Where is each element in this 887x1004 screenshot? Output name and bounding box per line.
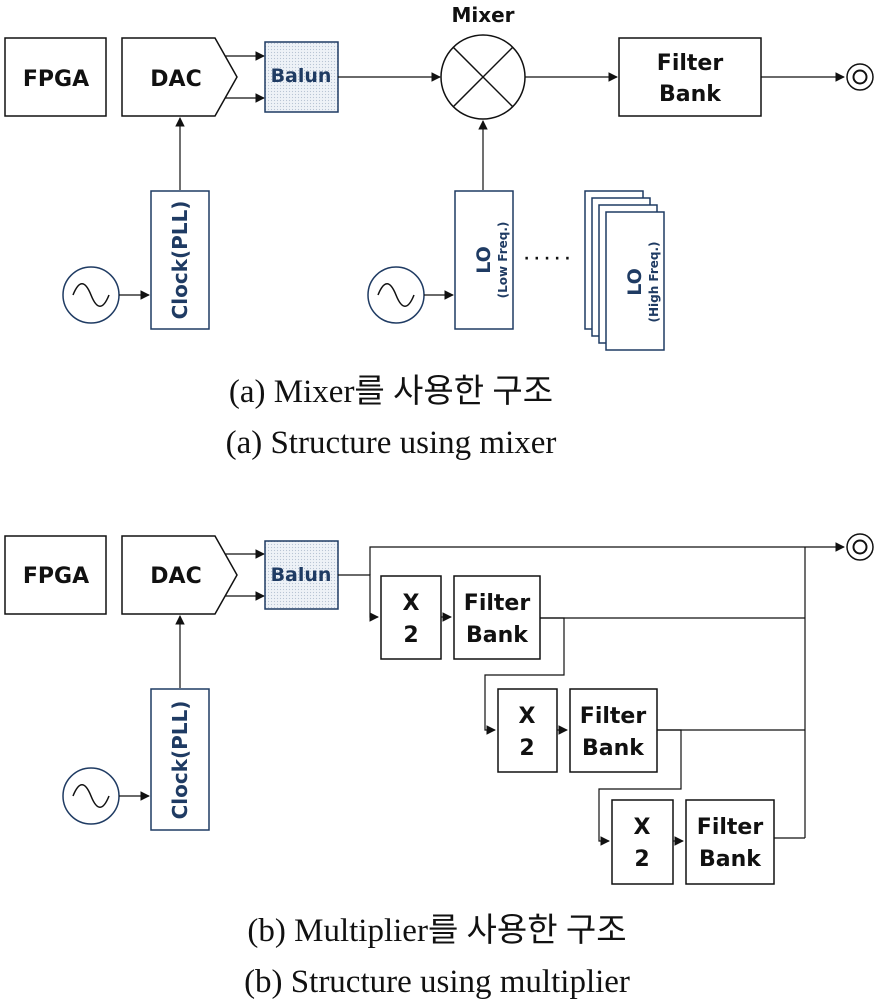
mixer-symbol: Mixer xyxy=(440,3,526,120)
ellipsis-dots: · · · · · xyxy=(524,251,570,267)
caption-a-english: (a) Structure using mixer xyxy=(226,425,557,461)
filter-label-2: Bank xyxy=(659,82,722,107)
mult-x-3: X xyxy=(634,815,651,840)
lo-low-title: LO xyxy=(473,246,495,274)
output-port-icon-a xyxy=(846,63,874,91)
filter-label-3b: Bank xyxy=(699,847,762,872)
filter-label-2a: Filter xyxy=(580,704,647,729)
multiplier-stage-3: X 2 xyxy=(611,799,674,885)
oscillator-icon-lo xyxy=(367,266,425,324)
mult-2-1: 2 xyxy=(403,623,418,648)
filter-label-1b: Bank xyxy=(466,623,529,648)
oscillator-icon-b xyxy=(62,767,120,825)
dac-block-a: DAC xyxy=(121,37,238,117)
caption-b-korean: (b) Multiplier를 사용한 구조 xyxy=(247,913,626,949)
lo-low-block: LO (Low Freq.) xyxy=(454,190,514,330)
mixer-label: Mixer xyxy=(451,3,514,27)
routing-wires xyxy=(338,542,845,846)
clock-pll-block-a: Clock(PLL) xyxy=(150,190,210,330)
lo-high-stack: LO (High Freq.) xyxy=(584,190,665,351)
clock-pll-block-b: Clock(PLL) xyxy=(150,688,210,831)
dac-label-b: DAC xyxy=(150,564,201,589)
filter-bank-stage-2: Filter Bank xyxy=(569,688,658,773)
multiplier-stage-1: X 2 xyxy=(380,575,442,660)
multiplier-stage-2: X 2 xyxy=(497,688,558,773)
lo-high-sub: (High Freq.) xyxy=(647,241,661,322)
balun-block-a: Balun xyxy=(264,41,339,113)
dac-label: DAC xyxy=(150,67,201,92)
balun-label-b: Balun xyxy=(271,564,332,586)
fpga-block-a: FPGA xyxy=(4,37,107,117)
output-port-icon-b xyxy=(846,533,874,561)
caption-a-korean: (a) Mixer를 사용한 구조 xyxy=(229,374,553,410)
figure-b: FPGA DAC Balun xyxy=(4,533,874,1000)
filter-bank-stage-1: Filter Bank xyxy=(453,575,541,660)
figure-a: FPGA DAC Balun Mixer Filter Bank xyxy=(4,3,874,461)
dac-block-b: DAC xyxy=(121,535,238,615)
filter-label-1a: Filter xyxy=(464,591,531,616)
balun-block-b: Balun xyxy=(264,540,339,610)
caption-b-english: (b) Structure using multiplier xyxy=(244,964,630,1000)
mult-2-3: 2 xyxy=(634,847,649,872)
clock-label: Clock(PLL) xyxy=(168,201,192,320)
fpga-label-b: FPGA xyxy=(23,564,89,589)
fpga-block-b: FPGA xyxy=(4,535,107,615)
mult-x-1: X xyxy=(403,591,420,616)
filter-bank-a: Filter Bank xyxy=(618,37,762,117)
lo-low-sub: (Low Freq.) xyxy=(496,222,510,299)
balun-label: Balun xyxy=(271,65,332,87)
oscillator-icon-a xyxy=(62,266,120,324)
filter-label-2b: Bank xyxy=(582,736,645,761)
filter-label-1: Filter xyxy=(657,51,724,76)
clock-label-b: Clock(PLL) xyxy=(168,701,192,820)
mult-2-2: 2 xyxy=(519,736,534,761)
filter-label-3a: Filter xyxy=(697,815,764,840)
fpga-label: FPGA xyxy=(23,67,89,92)
filter-bank-stage-3: Filter Bank xyxy=(685,799,775,885)
mult-x-2: X xyxy=(519,704,536,729)
lo-high-title: LO xyxy=(624,268,646,296)
